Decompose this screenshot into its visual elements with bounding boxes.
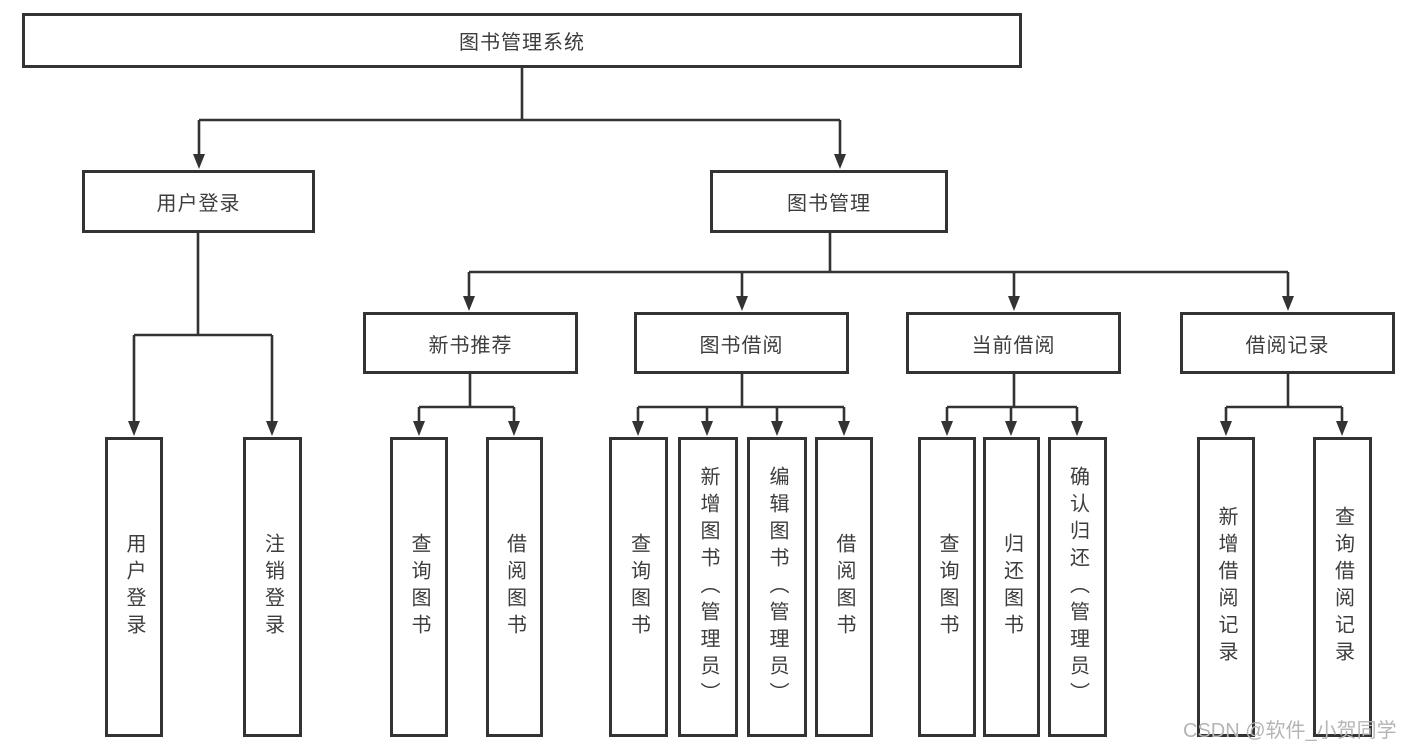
leaf-user-login: 用户登录 bbox=[105, 437, 163, 737]
leaf-add-books-admin: 新增图书（管理员） bbox=[678, 437, 738, 737]
leaf-query-books-borrowing: 查询图书 bbox=[609, 437, 668, 737]
leaf-confirm-return-admin: 确认归还（管理员） bbox=[1048, 437, 1107, 737]
leaf-label: 新增图书（管理员） bbox=[697, 465, 719, 709]
leaf-label: 查询图书 bbox=[627, 533, 650, 641]
node-user-login: 用户登录 bbox=[82, 170, 315, 233]
leaf-add-borrow-record: 新增借阅记录 bbox=[1197, 437, 1255, 737]
node-new-book-recommend: 新书推荐 bbox=[363, 312, 578, 374]
leaf-label: 确认归还（管理员） bbox=[1066, 465, 1089, 709]
node-book-management: 图书管理 bbox=[710, 170, 948, 233]
leaf-label: 新增借阅记录 bbox=[1215, 506, 1237, 668]
node-label: 图书管理系统 bbox=[459, 32, 585, 54]
leaf-label: 借阅图书 bbox=[503, 533, 526, 641]
leaf-return-books: 归还图书 bbox=[983, 437, 1040, 737]
node-current-borrowing: 当前借阅 bbox=[906, 312, 1121, 374]
leaf-label: 查询借阅记录 bbox=[1331, 506, 1354, 668]
leaf-query-books-recommend: 查询图书 bbox=[390, 437, 448, 737]
node-borrowing-records: 借阅记录 bbox=[1180, 312, 1395, 374]
leaf-label: 归还图书 bbox=[1000, 533, 1023, 641]
node-label: 当前借阅 bbox=[971, 334, 1056, 357]
node-label: 图书借阅 bbox=[699, 334, 784, 357]
node-label: 图书管理 bbox=[787, 193, 871, 215]
node-label: 新书推荐 bbox=[428, 334, 513, 357]
leaf-edit-books-admin: 编辑图书（管理员） bbox=[747, 437, 807, 737]
node-library-management-system: 图书管理系统 bbox=[22, 13, 1022, 68]
leaf-label: 借阅图书 bbox=[833, 533, 855, 641]
leaf-label: 查询图书 bbox=[408, 533, 430, 641]
leaf-logout: 注销登录 bbox=[243, 437, 302, 737]
leaf-query-books-current: 查询图书 bbox=[918, 437, 976, 737]
node-label: 借阅记录 bbox=[1245, 334, 1330, 357]
leaf-label: 注销登录 bbox=[261, 533, 284, 641]
leaf-query-borrow-record: 查询借阅记录 bbox=[1313, 437, 1372, 737]
leaf-label: 用户登录 bbox=[123, 533, 145, 641]
leaf-borrow-books-recommend: 借阅图书 bbox=[486, 437, 543, 737]
arrowhead-icons bbox=[128, 154, 1348, 436]
node-book-borrowing: 图书借阅 bbox=[634, 312, 849, 374]
leaf-label: 查询图书 bbox=[936, 533, 958, 641]
leaf-borrow-books: 借阅图书 bbox=[815, 437, 873, 737]
leaf-label: 编辑图书（管理员） bbox=[766, 465, 788, 709]
node-label: 用户登录 bbox=[156, 193, 241, 215]
csdn-watermark: CSDN @软件_小贺同学 bbox=[1183, 720, 1397, 742]
